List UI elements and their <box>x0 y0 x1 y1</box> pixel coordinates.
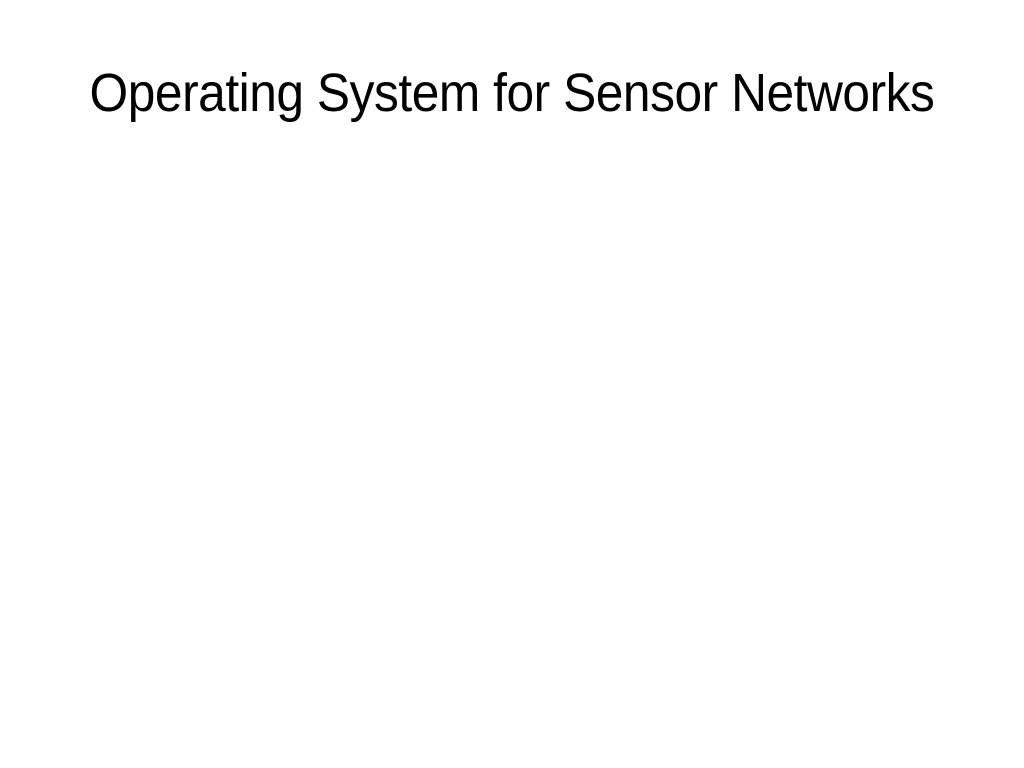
slide-title: Operating System for Sensor Networks <box>89 63 935 123</box>
